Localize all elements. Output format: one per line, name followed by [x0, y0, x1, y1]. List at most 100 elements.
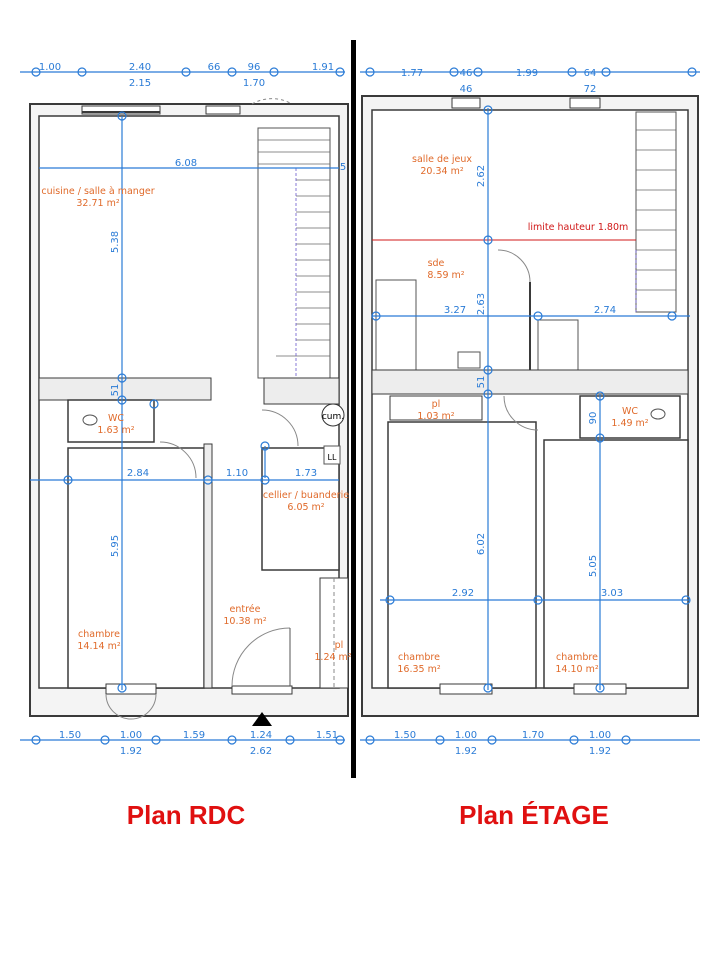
rdc-room-cellier-name: cellier / buanderie	[263, 490, 349, 501]
etage-dim-bottom2-1: 1.92	[455, 746, 477, 757]
etage-dim-top-3: 1.99	[516, 68, 538, 79]
rdc-window-bottom-swing	[105, 693, 157, 720]
rdc-wc-room	[67, 399, 155, 443]
rdc-room-kitchen-name: cuisine / salle à manger	[41, 186, 154, 197]
rdc-room-placard-name: pl	[335, 640, 344, 651]
rdc-room-placard-area: 1.24 m²	[314, 652, 351, 663]
etage-room-jeux-name: salle de jeux	[412, 154, 472, 165]
etage-dimension-lines	[360, 71, 700, 741]
rdc-cumulus-label: cum.	[322, 412, 344, 422]
etage-bedroom-left-door	[503, 395, 539, 431]
rdc-room-cellier-area: 6.05 m²	[287, 502, 324, 513]
etage-room-placard-name: pl	[432, 399, 441, 410]
etage-room-bedroom-left-name: chambre	[398, 652, 440, 663]
etage-bedroom-left	[387, 421, 537, 689]
rdc-hall-wall	[263, 377, 340, 405]
rdc-dim-bottom2-1: 1.92	[120, 746, 142, 757]
rdc-hall-vertical-wall	[203, 443, 213, 689]
etage-dim-top2-2: 72	[584, 84, 597, 95]
etage-room-bedroom-right-area: 14.10 m²	[555, 664, 598, 675]
etage-sink	[457, 351, 481, 369]
rdc-entry-door-swing	[231, 627, 291, 687]
rdc-dim-top-3: 66	[208, 62, 221, 73]
etage-dim-wc-height: 90	[588, 412, 599, 425]
rdc-dim-stair: 5	[340, 162, 346, 173]
rdc-dimension-ticks	[31, 67, 345, 745]
etage-middle-wall	[371, 369, 689, 395]
etage-room-placard-area: 1.03 m²	[417, 411, 454, 422]
rdc-plan: 1.00 2.40 66 96 1.91 2.15 1.70 1.50 1.00…	[20, 62, 352, 757]
etage-plan: 1.77 46 1.99 64 46 72 1.50 1.00 1.70 1.0…	[360, 67, 700, 757]
rdc-cumulus	[321, 403, 345, 427]
etage-dim-top-1: 1.77	[401, 68, 423, 79]
rdc-dim-hall-width: 1.10	[226, 468, 248, 479]
entry-arrow-icon	[252, 712, 272, 726]
rdc-room-entry-area: 10.38 m²	[223, 616, 266, 627]
rdc-dim-bottom-4: 1.24	[250, 730, 272, 741]
rdc-stair-treads	[258, 139, 330, 378]
rdc-dim-bottom-2: 1.00	[120, 730, 142, 741]
rdc-bedroom-door-swing	[159, 441, 197, 479]
etage-dim-top-2: 46	[460, 68, 473, 79]
rdc-dim-bottom-5: 1.51	[316, 730, 338, 741]
etage-staircase	[635, 111, 677, 313]
etage-room-wc-name: WC	[622, 406, 638, 417]
rdc-room-kitchen-area: 32.71 m²	[76, 198, 119, 209]
rdc-bedroom	[67, 447, 205, 689]
etage-dimension-texts: 1.77 46 1.99 64 46 72 1.50 1.00 1.70 1.0…	[394, 68, 623, 757]
rdc-dim-bedroom-height: 5.95	[110, 535, 121, 557]
etage-dim-bottom-1: 1.50	[394, 730, 416, 741]
etage-dimension-ticks	[365, 67, 697, 745]
rdc-dim-width-kitchen: 6.08	[175, 158, 197, 169]
rdc-window-bottom	[105, 683, 157, 695]
rdc-window-top-right	[205, 105, 241, 115]
etage-dim-bottom-4: 1.00	[589, 730, 611, 741]
rdc-door-swing-top	[251, 98, 293, 105]
rdc-dim-top-1: 1.00	[39, 62, 61, 73]
etage-dim-bedroom-right-height: 5.05	[588, 555, 599, 577]
rdc-dimension-texts: 1.00 2.40 66 96 1.91 2.15 1.70 1.50 1.00…	[39, 62, 346, 757]
rdc-room-labels: cuisine / salle à manger 32.71 m² WC 1.6…	[41, 186, 351, 663]
etage-room-wc-area: 1.49 m²	[611, 418, 648, 429]
etage-dim-top2-1: 46	[460, 84, 473, 95]
rdc-dim-top-4: 96	[248, 62, 261, 73]
etage-sde-door	[497, 249, 531, 283]
rdc-dim-top2-2: 1.70	[243, 78, 265, 89]
etage-dim-bedroom-left-height: 6.02	[476, 533, 487, 555]
etage-dim-jeux-height: 2.62	[476, 165, 487, 187]
etage-dim-bottom2-2: 1.92	[589, 746, 611, 757]
rdc-ll-label: LL	[328, 453, 337, 462]
etage-dim-bottom-2: 1.00	[455, 730, 477, 741]
rdc-cellier-door-swing	[261, 409, 299, 447]
rdc-dim-bottom-3: 1.59	[183, 730, 205, 741]
etage-caption: Plan ÉTAGE	[459, 800, 609, 830]
etage-dim-sde-height: 2.63	[476, 293, 487, 315]
etage-placard	[389, 395, 483, 421]
etage-dim-stair-width: 2.74	[594, 305, 616, 316]
etage-height-limit-label: limite hauteur 1.80m	[528, 222, 629, 233]
rdc-room-entry-name: entrée	[230, 604, 261, 615]
etage-window-top-left	[451, 97, 481, 109]
rdc-dim-cellier-width: 1.73	[295, 468, 317, 479]
rdc-dim-wall: 51	[110, 384, 121, 397]
etage-dim-top-4: 64	[584, 68, 597, 79]
rdc-room-wc-name: WC	[108, 413, 124, 424]
rdc-wc-toilet	[82, 414, 98, 426]
rdc-room-bedroom-name: chambre	[78, 629, 120, 640]
etage-window-top-right	[569, 97, 601, 109]
etage-room-labels: salle de jeux 20.34 m² sde 8.59 m² pl 1.…	[397, 154, 648, 675]
rdc-ll-box	[323, 445, 341, 465]
rdc-dim-height-kitchen: 5.38	[110, 231, 121, 253]
rdc-caption: Plan RDC	[126, 800, 246, 830]
etage-room-sde-area: 8.59 m²	[427, 270, 464, 281]
etage-dim-bottom-3: 1.70	[522, 730, 544, 741]
etage-dim-sde-width: 3.27	[444, 305, 466, 316]
etage-bedroom-right	[543, 439, 689, 689]
etage-room-jeux-area: 20.34 m²	[420, 166, 463, 177]
rdc-dim-top2-1: 2.15	[129, 78, 151, 89]
rdc-entry-door	[231, 685, 293, 695]
plan-separator	[351, 40, 356, 778]
etage-room-bedroom-left-area: 16.35 m²	[397, 664, 440, 675]
